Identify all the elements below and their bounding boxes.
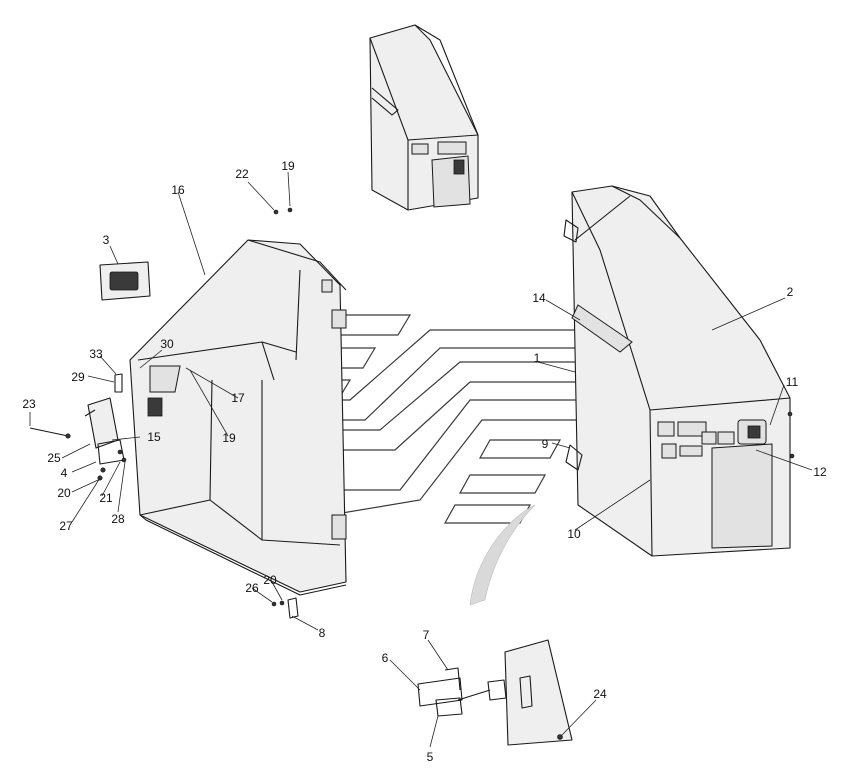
callout-21: 21: [99, 491, 113, 505]
callout-7: 7: [423, 628, 430, 642]
callout-12: 12: [813, 465, 827, 479]
callout-2: 2: [787, 285, 794, 299]
callout-16: 16: [171, 183, 185, 197]
callout-15: 15: [147, 430, 161, 444]
leader-lines: [29, 171, 813, 748]
cover-plate: [99, 261, 151, 301]
callout-10: 10: [567, 527, 581, 541]
callout-5: 5: [427, 750, 434, 764]
callout-25: 25: [47, 451, 61, 465]
hinge-detail: [417, 639, 573, 746]
callout-19-shell: 19: [222, 431, 236, 445]
callout-8: 8: [319, 626, 326, 640]
guard-panel-right: [563, 185, 791, 557]
callout-1: 1: [534, 351, 541, 365]
callout-26: 26: [245, 581, 259, 595]
callout-14: 14: [532, 291, 546, 305]
callout-29: 29: [71, 370, 85, 384]
guard-assembly-inset: [369, 24, 479, 211]
callout-23: 23: [22, 397, 36, 411]
callout-28: 28: [111, 512, 125, 526]
callout-33: 33: [89, 347, 103, 361]
callout-3: 3: [103, 233, 110, 247]
callout-20-bracket: 20: [57, 486, 71, 500]
callout-19-top: 19: [281, 159, 295, 173]
callout-4: 4: [61, 466, 68, 480]
callout-30: 30: [160, 337, 174, 351]
callout-24: 24: [593, 687, 607, 701]
latch-bracket: [84, 397, 125, 465]
callout-labels: 1 2 3 4 5 6 7 8 9 10 11 12 14 15 16 17 1…: [22, 159, 827, 764]
callout-27: 27: [59, 519, 73, 533]
callout-17: 17: [231, 391, 245, 405]
callout-6: 6: [382, 651, 389, 665]
callout-11: 11: [786, 375, 799, 389]
guard-shell-left: [129, 239, 347, 596]
callout-20-lower: 20: [263, 573, 277, 587]
callout-22: 22: [235, 167, 249, 181]
callout-9: 9: [542, 437, 549, 451]
